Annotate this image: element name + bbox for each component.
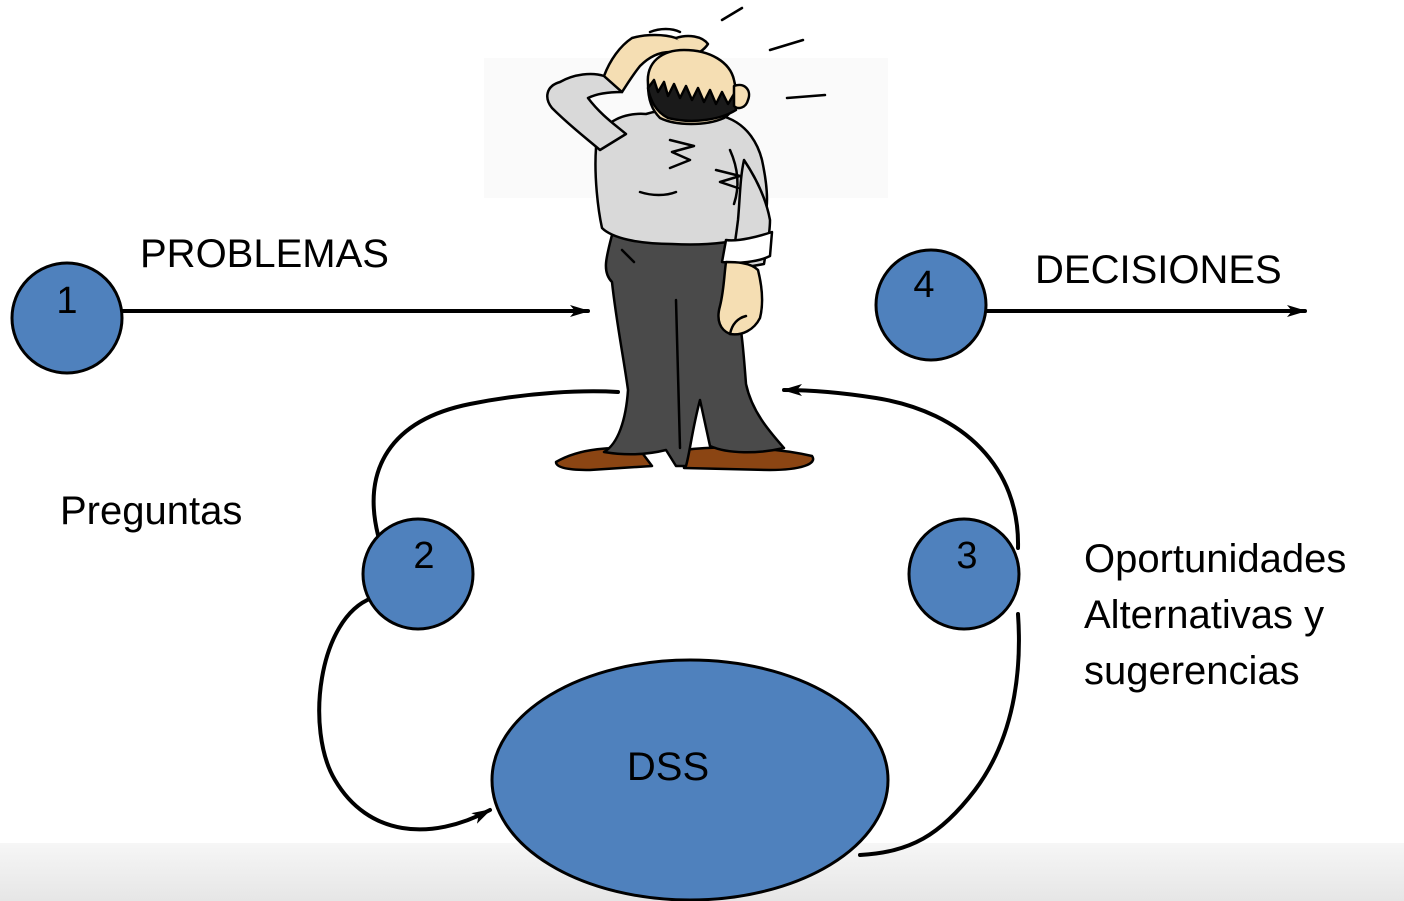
step-4-number: 4 xyxy=(913,264,934,306)
step-2-number: 2 xyxy=(413,535,434,577)
step-2-node: 2 xyxy=(361,517,475,631)
step-4-node: 4 xyxy=(874,248,988,362)
dss-node: DSS xyxy=(490,658,890,901)
questions-arc xyxy=(371,389,620,537)
problems-label: PROBLEMAS xyxy=(140,232,389,276)
questions-to-dss-arrow xyxy=(317,596,492,832)
step-1-number: 1 xyxy=(56,280,77,322)
alternatives-label: Alternativas y xyxy=(1084,593,1324,637)
opportunities-label: Oportunidades xyxy=(1084,537,1346,581)
step-3-number: 3 xyxy=(956,535,977,577)
dss-label: DSS xyxy=(627,745,709,789)
opportunities-arrow xyxy=(782,384,1021,550)
decisions-label: DECISIONES xyxy=(1035,248,1282,292)
questions-label: Preguntas xyxy=(60,489,242,533)
dss-to-opportunities-arc xyxy=(858,612,1021,857)
step-1-node: 1 xyxy=(10,261,124,375)
suggestions-label: sugerencias xyxy=(1084,649,1300,693)
step-3-node: 3 xyxy=(907,517,1021,631)
confused-man-icon xyxy=(484,6,888,472)
